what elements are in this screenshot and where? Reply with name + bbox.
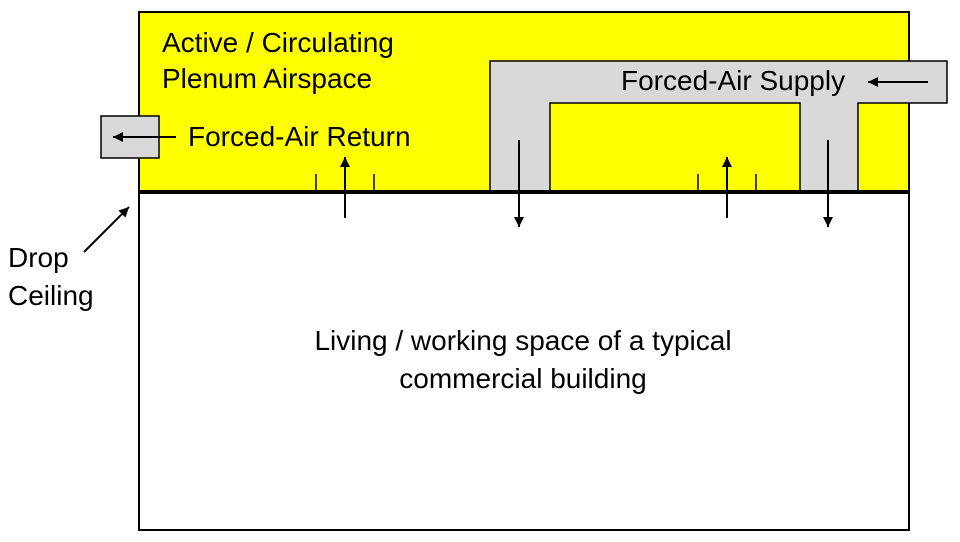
supply-label: Forced-Air Supply — [621, 65, 846, 96]
ceiling-label-line1: Drop — [8, 242, 69, 273]
ceiling-label-line2: Ceiling — [8, 280, 94, 311]
plenum-label-line1: Active / Circulating — [162, 27, 394, 58]
building-outline — [138, 11, 910, 531]
living-space-label-line1: Living / working space of a typical — [314, 325, 732, 356]
plenum-label-line2: Plenum Airspace — [162, 63, 373, 94]
living-space — [139, 192, 909, 530]
living-space-label-line2: commercial building — [399, 363, 647, 394]
drop-ceiling-pointer-arrow — [83, 206, 130, 253]
return-label: Forced-Air Return — [188, 121, 411, 152]
